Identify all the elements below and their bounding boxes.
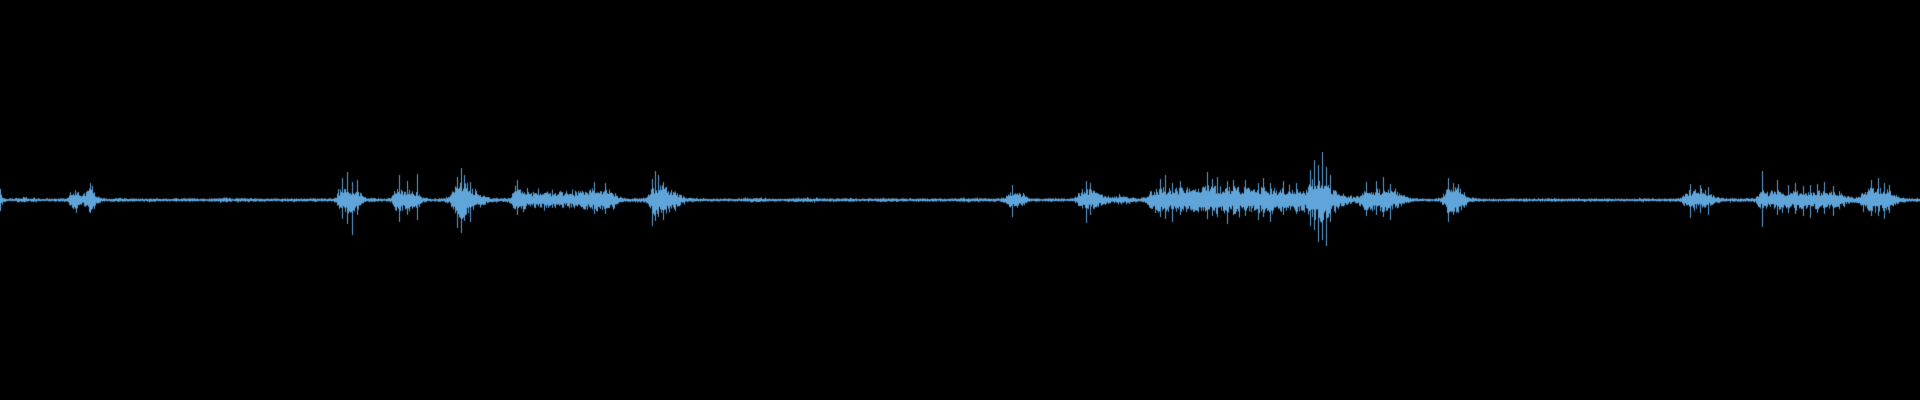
- waveform-panel: [0, 0, 1920, 400]
- audio-waveform-canvas[interactable]: [0, 0, 1920, 400]
